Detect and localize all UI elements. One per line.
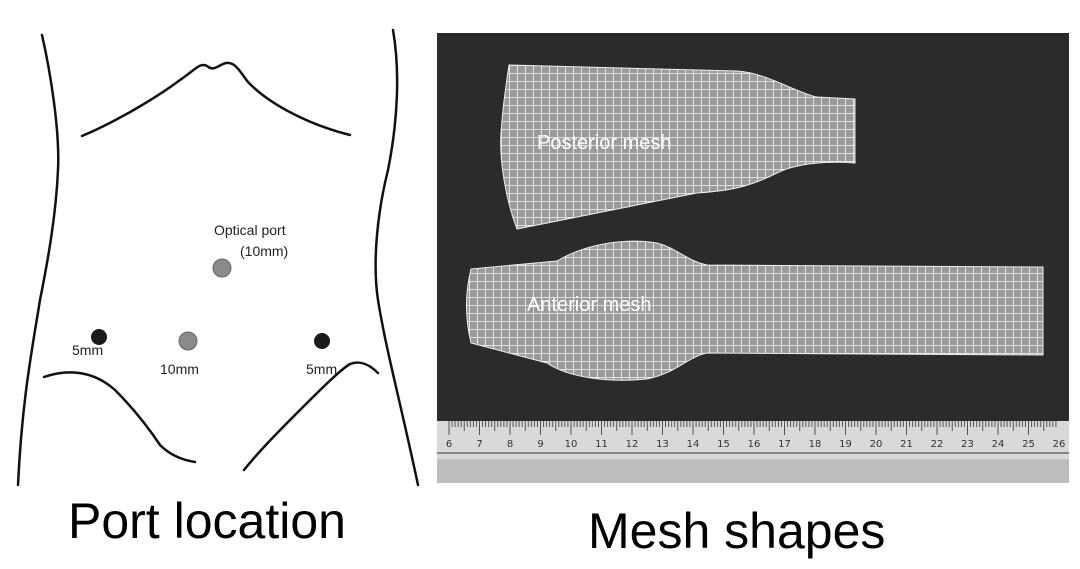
ruler-number: 14 — [687, 439, 700, 450]
port-location-diagram: Optical port (10mm) 10mm 5mm 5mm — [0, 0, 430, 500]
mesh-photo-svg: Posterior mesh Anterior mesh 6 7 8 9 10 11 12 1… — [437, 33, 1069, 483]
ruler-number: 15 — [717, 439, 730, 450]
ruler-number: 18 — [809, 439, 822, 450]
ruler-number: 19 — [839, 439, 852, 450]
optical-port-size-label: (10mm) — [240, 243, 289, 259]
ruler-number: 10 — [565, 439, 578, 450]
anterior-mesh — [466, 240, 1044, 381]
mesh-shapes-caption: Mesh shapes — [588, 503, 886, 559]
ruler-number: 26 — [1053, 439, 1066, 450]
umbilical-port-marker — [178, 331, 198, 351]
ruler-ticks — [448, 421, 1057, 435]
right-port-marker — [314, 333, 330, 349]
ruler-number: 22 — [931, 439, 944, 450]
right-flank-line — [374, 28, 420, 487]
posterior-mesh-label: Posterior mesh — [537, 132, 672, 154]
costal-margin-line — [80, 61, 352, 138]
port-location-caption: Port location — [68, 493, 346, 549]
ruler-number: 17 — [778, 439, 791, 450]
ruler-number: 11 — [595, 439, 608, 450]
posterior-mesh — [500, 64, 856, 230]
left-port-label: 5mm — [72, 342, 104, 358]
ruler-number: 8 — [507, 439, 513, 450]
left-flank-line — [16, 33, 60, 487]
abdomen-outline — [16, 28, 420, 487]
optical-port-marker — [212, 258, 232, 278]
ruler-number: 7 — [476, 439, 482, 450]
umbilical-port-label: 10mm — [160, 361, 199, 377]
ruler-number: 16 — [748, 439, 761, 450]
ruler-number: 20 — [870, 439, 883, 450]
mesh-shapes-photo: Posterior mesh Anterior mesh 6 7 8 9 10 11 12 1… — [437, 33, 1069, 483]
ruler-number: 12 — [626, 439, 639, 450]
anterior-mesh-label: Anterior mesh — [527, 294, 652, 316]
ruler-number: 25 — [1022, 439, 1035, 450]
right-inguinal-line — [242, 361, 380, 472]
left-port-marker — [91, 329, 107, 345]
ruler-numbers: 6 7 8 9 10 11 12 13 14 15 16 17 18 19 20 21 22 23 24 25 26 — [446, 439, 1066, 450]
optical-port-label: Optical port — [214, 222, 286, 238]
ruler-number: 9 — [537, 439, 543, 450]
left-inguinal-line — [42, 371, 197, 464]
ruler-number: 21 — [900, 439, 913, 450]
right-port-label: 5mm — [306, 361, 338, 377]
ruler-number: 6 — [446, 439, 452, 450]
ruler-number: 23 — [961, 439, 974, 450]
ruler-number: 13 — [656, 439, 669, 450]
ruler-number: 24 — [992, 439, 1005, 450]
